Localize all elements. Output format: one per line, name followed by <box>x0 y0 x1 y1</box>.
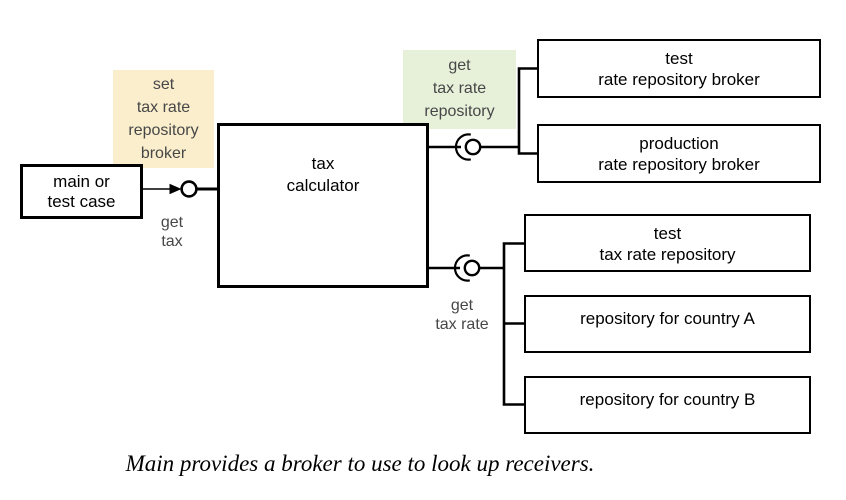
node-repository-for-country-b: repository for country B <box>524 376 811 434</box>
node-label-line: repository for country A <box>580 309 755 328</box>
node-label-line: test case <box>47 192 116 211</box>
label-line: get <box>160 214 184 231</box>
node-label-line: calculator <box>286 176 360 195</box>
node-repository-for-country-a: repository for country A <box>524 295 811 353</box>
node-label-line: test <box>653 224 682 243</box>
node-label-line: test <box>665 49 693 68</box>
arrowhead-icon <box>169 183 182 195</box>
label-set-tax-rate-repository-broker: set tax rate repository broker <box>113 70 214 168</box>
label-line: set <box>152 76 175 93</box>
branch-bracket <box>517 67 538 155</box>
label-line: repository <box>128 122 199 139</box>
label-line: tax rate <box>136 99 191 116</box>
required-interface-socket-icon <box>453 254 470 282</box>
provided-interface-ball-icon <box>180 180 198 198</box>
node-label-line: production <box>639 134 719 153</box>
node-tax-calculator: tax calculator <box>217 123 429 288</box>
node-test-tax-rate-repository: test tax rate repository <box>524 214 811 272</box>
label-line: tax rate <box>432 80 487 97</box>
node-test-rate-repository-broker: test rate repository broker <box>537 39 821 98</box>
label-get-tax-rate: get tax rate <box>425 296 499 334</box>
node-label-line: tax rate repository <box>599 245 736 264</box>
node-label-line: rate repository broker <box>598 155 760 174</box>
label-get-tax-rate-repository: get tax rate repository <box>403 50 516 129</box>
label-line: repository <box>424 103 495 120</box>
label-line: tax <box>161 233 183 250</box>
label-line: tax rate <box>435 316 489 333</box>
provided-interface-ball-icon <box>463 259 481 277</box>
node-label-line: repository for country B <box>579 390 756 409</box>
provided-interface-ball-icon <box>464 138 482 156</box>
label-line: get <box>448 57 471 74</box>
node-label-line: main or <box>53 172 110 191</box>
node-label-line: tax <box>311 154 335 173</box>
node-production-rate-repository-broker: production rate repository broker <box>537 124 821 183</box>
required-interface-socket-icon <box>454 133 471 161</box>
node-main-or-test-case: main or test case <box>20 164 143 219</box>
label-line: get <box>450 297 474 314</box>
node-label-line: rate repository broker <box>598 70 760 89</box>
label-get-tax: get tax <box>150 213 194 251</box>
figure-caption: Main provides a broker to use to look up… <box>125 451 595 476</box>
branch-bracket <box>502 242 525 406</box>
label-line: broker <box>140 145 187 162</box>
